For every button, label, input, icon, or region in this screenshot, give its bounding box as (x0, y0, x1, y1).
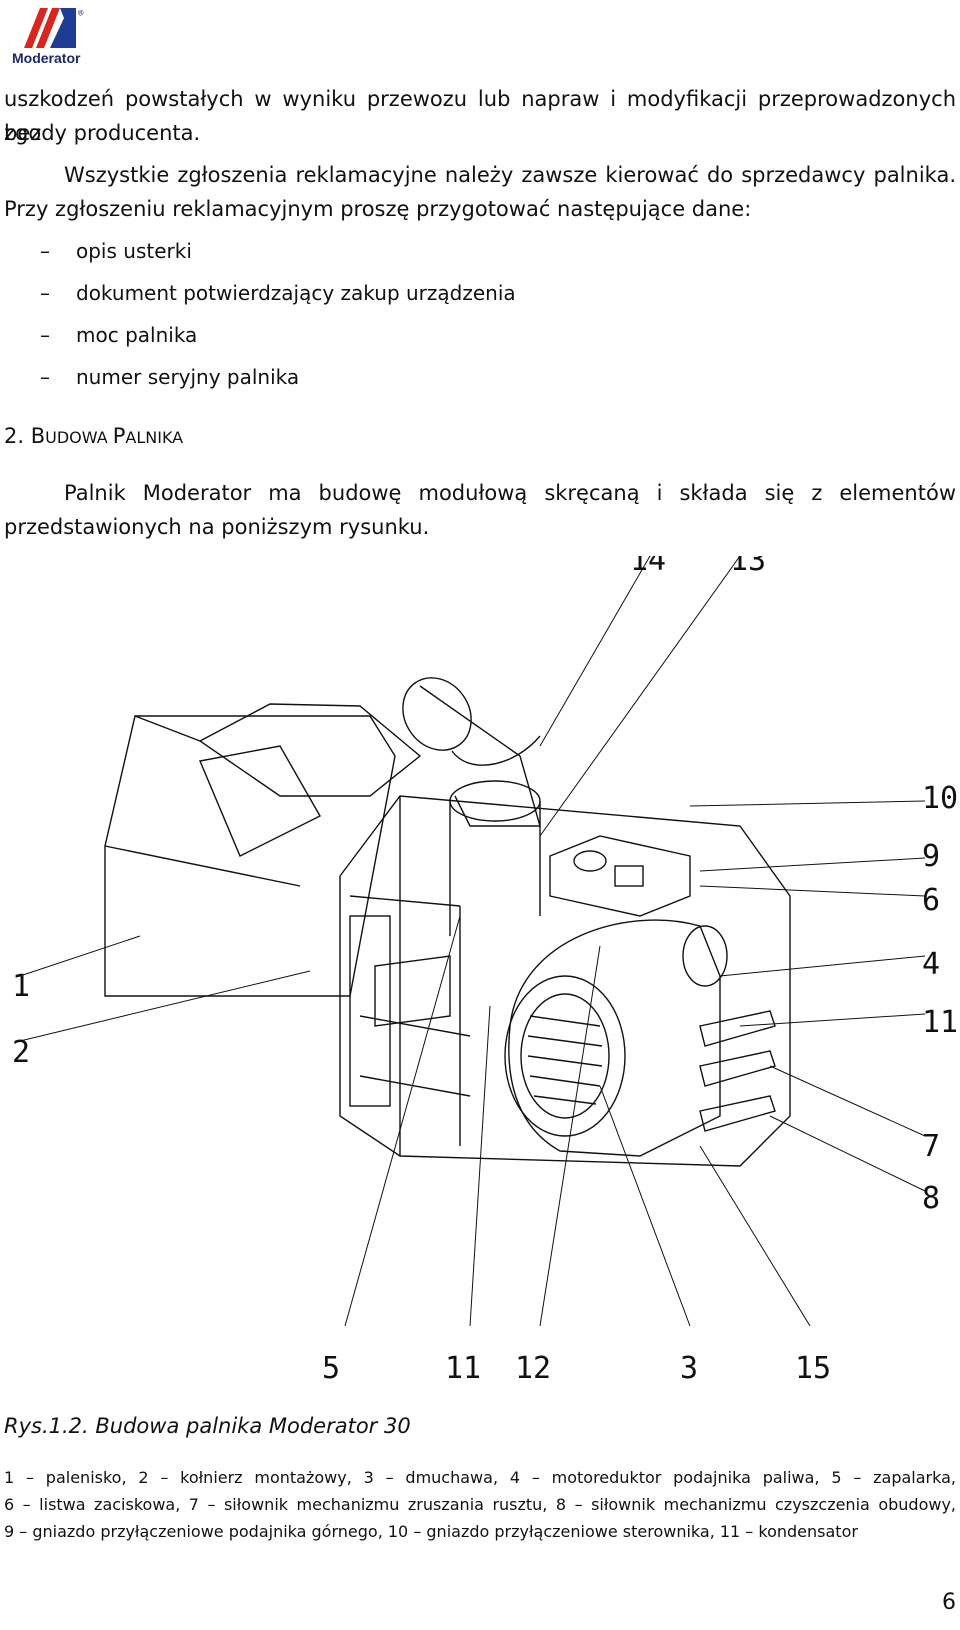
terminal-box (549, 835, 691, 917)
flange-housing (104, 703, 422, 997)
feed-pipe (402, 677, 541, 936)
list-dash: – (40, 281, 50, 305)
intro-line-1: uszkodzeń powstałych w wyniku przewozu l… (4, 87, 956, 145)
callout-label: 9 (922, 839, 940, 874)
section-rest: UDOWA (45, 428, 113, 447)
callout-label: 8 (922, 1181, 940, 1216)
callout-label: 10 (922, 781, 958, 816)
section-number: 2. (4, 424, 31, 448)
callout-label: 11 (922, 1005, 958, 1040)
callout-label: 11 (445, 1351, 481, 1386)
section-initial: B (30, 424, 46, 448)
body-line-1: Palnik Moderator ma budowę modułową skrę… (64, 481, 956, 505)
callout-label: 3 (680, 1351, 698, 1386)
callout-label: 12 (515, 1351, 551, 1386)
list-dash: – (40, 365, 50, 389)
section-heading: 2. BUDOWA PALNIKA (4, 424, 183, 448)
legend-line-1: 1 – palenisko, 2 – kołnierz montażowy, 3… (4, 1468, 956, 1487)
list-item: – opis usterki (40, 236, 192, 266)
callout-label: 14 (630, 556, 666, 578)
svg-text:®: ® (78, 9, 84, 19)
intro-line-2: zgody producenta. (4, 121, 201, 145)
section-initial: P (112, 424, 126, 448)
logo-wordmark: Moderator (12, 50, 81, 66)
list-item-text: opis usterki (76, 239, 192, 263)
callout-label: 1 (12, 969, 30, 1004)
figure-caption: Rys.1.2. Budowa palnika Moderator 30 (4, 1414, 411, 1438)
callout-label: 7 (922, 1129, 940, 1164)
intro-line-3: Wszystkie zgłoszenia reklamacyjne należy… (64, 163, 956, 187)
legend-line-2: 6 – listwa zaciskowa, 7 – siłownik mecha… (4, 1495, 956, 1514)
section-rest: ALNIKA (125, 428, 184, 447)
list-item: – moc palnika (40, 320, 197, 350)
main-frame (339, 795, 791, 1167)
list-item-text: moc palnika (76, 323, 198, 347)
list-item: – dokument potwierdzający zakup urządzeni… (40, 278, 516, 308)
callout-label: 13 (730, 556, 766, 578)
burner-exploded-drawing: 14 13 10 9 6 4 11 7 8 1 2 5 11 12 3 15 (12, 556, 958, 1386)
callout-label: 5 (322, 1351, 340, 1386)
blower (504, 919, 728, 1157)
list-item: – numer seryjny palnika (40, 362, 299, 392)
body-line-2: przedstawionych na poniższym rysunku. (4, 515, 430, 539)
callout-label: 15 (795, 1351, 831, 1386)
callout-label: 2 (12, 1035, 30, 1070)
callout-label: 4 (922, 947, 940, 982)
callout-label: 6 (922, 883, 940, 918)
legend-line-3: 9 – gniazdo przyłączeniowe podajnika gór… (4, 1522, 858, 1541)
list-dash: – (40, 323, 50, 347)
list-item-text: numer seryjny palnika (76, 365, 300, 389)
page-number: 6 (942, 1590, 956, 1615)
moderator-logo: ® (20, 4, 110, 68)
actuators (699, 1010, 776, 1132)
list-dash: – (40, 239, 50, 263)
list-item-text: dokument potwierdzający zakup urządzenia (76, 281, 516, 305)
leader-lines (19, 556, 926, 1327)
intro-line-4: Przy zgłoszeniu reklamacyjnym proszę prz… (4, 197, 752, 221)
